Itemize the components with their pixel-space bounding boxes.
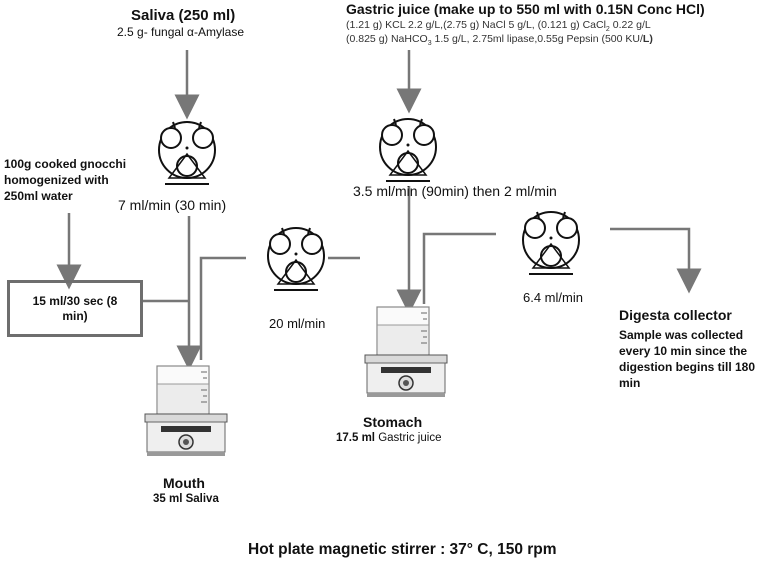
footer-caption: Hot plate magnetic stirrer : 37° C, 150 … (248, 541, 557, 558)
saliva-pump-icon (158, 121, 216, 185)
feed-rate-line1: 15 ml/30 sec (8 (32, 293, 118, 308)
digesta-note-line4: min (619, 376, 641, 390)
food-label-line2: homogenized with (4, 173, 109, 187)
digesta-note-line1: Sample was collected (619, 328, 744, 342)
gastric-composition-line2: (0.825 g) NaHCO3 1.5 g/L, 2.75ml lipase,… (346, 33, 653, 48)
stomach-to-pump-line (422, 232, 496, 304)
saliva-subtitle: 2.5 g- fungal α-Amylase (117, 25, 244, 39)
digesta-note-line3: digestion begins till 180 (619, 360, 756, 374)
food-label-line1: 100g cooked gnocchi (4, 157, 127, 171)
mouth-to-pump-line (199, 256, 246, 360)
outlet-pump-icon (522, 211, 580, 275)
gastric-pump-rate: 3.5 ml/min (90min) then 2 ml/min (353, 183, 557, 199)
saliva-title: Saliva (250 ml) (131, 7, 236, 24)
digesta-note-line2: every 10 min since the (619, 344, 748, 358)
transfer-pump-rate: 20 ml/min (269, 316, 326, 331)
mouth-subtitle: 35 ml Saliva (153, 493, 219, 505)
pump-to-collector-arrow (610, 227, 702, 294)
outlet-pump-rate: 6.4 ml/min (523, 290, 583, 305)
gastric-pump-icon (379, 118, 437, 182)
food-label-line3: 250ml water (4, 189, 73, 203)
mouth-hotplate-icon (144, 365, 228, 457)
transfer-pump-icon (267, 227, 325, 291)
gastric-composition-line1: (1.21 g) KCL 2.2 g/L,(2.75 g) NaCl 5 g/L… (346, 19, 651, 34)
gastric-title: Gastric juice (make up to 550 ml with 0.… (346, 1, 705, 17)
mouth-title: Mouth (163, 475, 205, 491)
saliva-pump-rate: 7 ml/min (30 min) (118, 197, 227, 213)
feed-rate-line2: min) (62, 308, 88, 323)
feed-rate-box: 15 ml/30 sec (8 min) (7, 280, 143, 337)
digesta-title: Digesta collector (619, 307, 732, 323)
stomach-title: Stomach (363, 414, 423, 430)
stomach-hotplate-icon (364, 306, 448, 398)
stomach-subtitle: 17.5 ml Gastric juice (336, 432, 442, 444)
